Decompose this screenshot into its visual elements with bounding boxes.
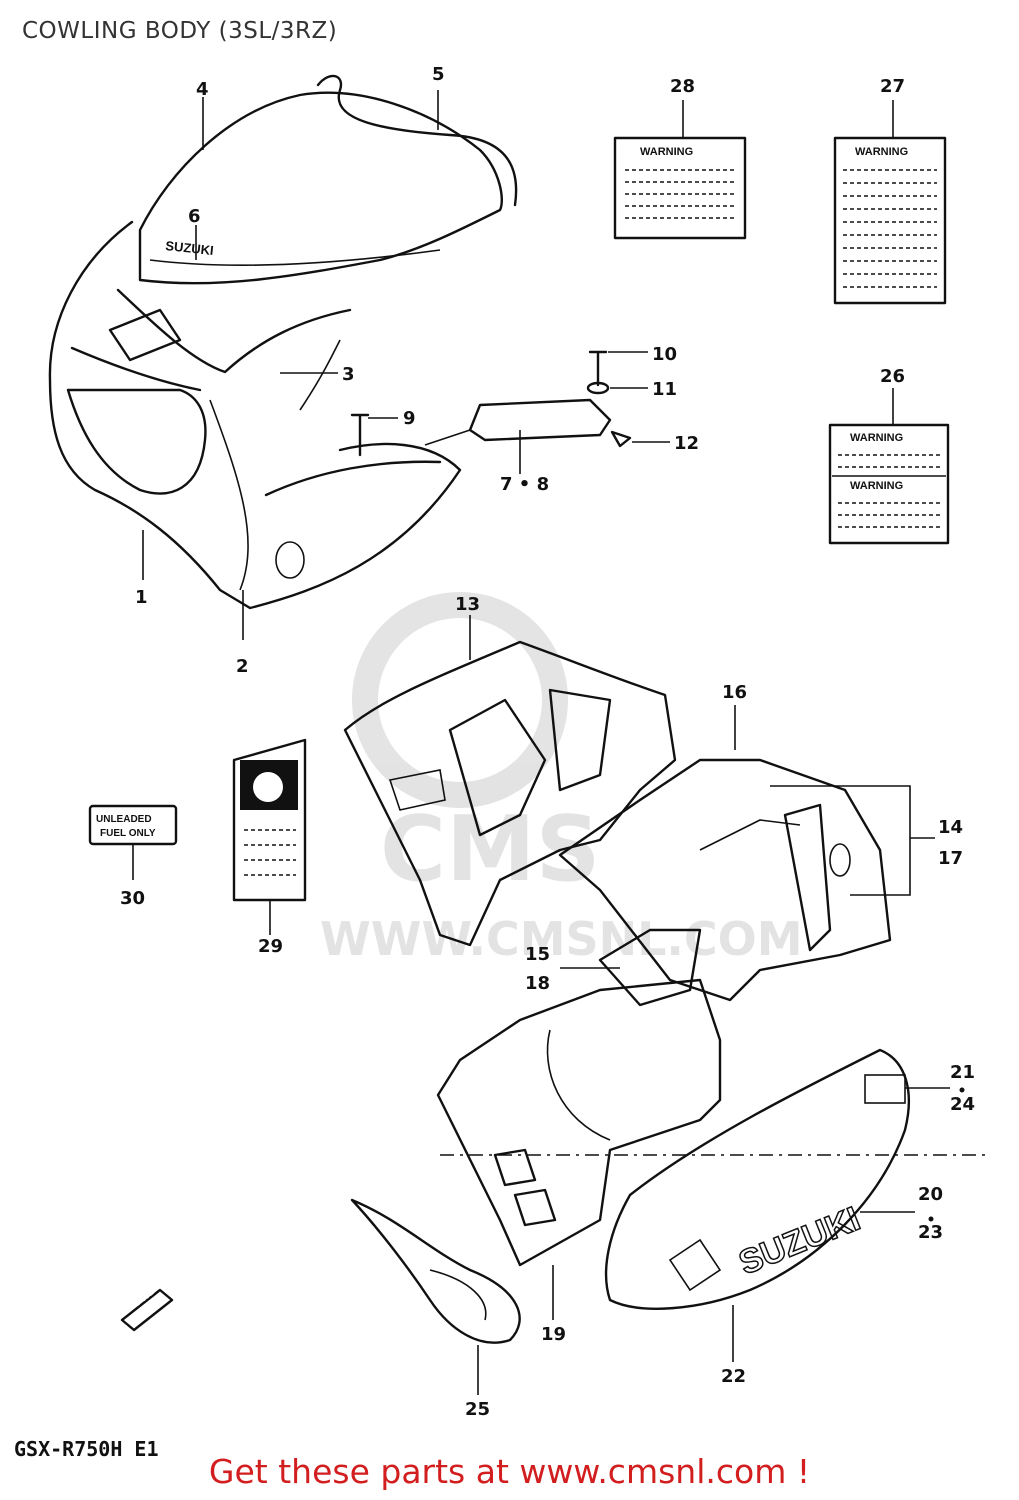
callout-10: 10 bbox=[652, 344, 677, 365]
svg-text:WARNING: WARNING bbox=[855, 146, 908, 158]
callout-1: 1 bbox=[135, 587, 148, 608]
windscreen: SUZUKI bbox=[138, 91, 503, 285]
warning-label-28: WARNING bbox=[613, 136, 747, 240]
mount-bracket bbox=[350, 350, 632, 457]
decal-29 bbox=[232, 738, 307, 902]
diagram-title: COWLING BODY (3SL/3RZ) bbox=[22, 18, 338, 44]
callout-13: 13 bbox=[455, 594, 480, 615]
upper-cowling bbox=[48, 220, 462, 610]
callout-28: 28 bbox=[670, 76, 695, 97]
callout-7-8: 7 • 8 bbox=[500, 474, 549, 495]
callout-27: 27 bbox=[880, 76, 905, 97]
suzuki-logo: SUZUKI bbox=[734, 1200, 866, 1283]
decal-30: UNLEADED FUEL ONLY bbox=[88, 804, 178, 846]
callout-15: 15 bbox=[525, 944, 550, 965]
callout-22: 22 bbox=[721, 1366, 746, 1387]
warning-label-27: WARNING bbox=[833, 136, 947, 305]
cta-link[interactable]: Get these parts at www.cmsnl.com ! bbox=[208, 1452, 811, 1491]
callout-2: 2 bbox=[236, 656, 249, 677]
watermark: CMS WWW.CMSNL.COM bbox=[320, 592, 803, 966]
svg-text:WARNING: WARNING bbox=[850, 432, 903, 444]
watermark-url: WWW.CMSNL.COM bbox=[320, 912, 803, 966]
svg-text:WARNING: WARNING bbox=[640, 146, 693, 158]
svg-text:FUEL ONLY: FUEL ONLY bbox=[100, 828, 156, 839]
pair-separators bbox=[928, 1087, 965, 1222]
callout-30: 30 bbox=[120, 888, 145, 909]
callout-20: 20 bbox=[918, 1184, 943, 1205]
callout-11: 11 bbox=[652, 379, 677, 400]
windscreen-badge: SUZUKI bbox=[165, 238, 215, 258]
model-code: GSX-R750H E1 bbox=[14, 1437, 159, 1461]
callout-17: 17 bbox=[938, 848, 963, 869]
callout-19: 19 bbox=[541, 1324, 566, 1345]
leader-lines bbox=[132, 90, 950, 1395]
callouts: 1 2 3 4 5 6 7 • 8 9 10 11 12 13 14 17 15… bbox=[120, 64, 975, 1420]
svg-text:WARNING: WARNING bbox=[850, 480, 903, 492]
callout-9: 9 bbox=[403, 408, 416, 429]
callout-26: 26 bbox=[880, 366, 905, 387]
callout-6: 6 bbox=[188, 206, 201, 227]
callout-14: 14 bbox=[938, 817, 963, 838]
screen-seal bbox=[316, 74, 518, 207]
inner-panel-13 bbox=[343, 640, 677, 947]
callout-5: 5 bbox=[432, 64, 445, 85]
callout-23: 23 bbox=[918, 1222, 943, 1243]
fwd-arrow: FWD bbox=[120, 1286, 174, 1332]
svg-text:UNLEADED: UNLEADED bbox=[96, 814, 152, 825]
callout-18: 18 bbox=[525, 973, 550, 994]
lower-fairing-19 bbox=[436, 928, 722, 1267]
warning-label-26: WARNING WARNING bbox=[828, 423, 950, 545]
side-panel-14-17 bbox=[558, 758, 892, 1002]
callout-21: 21 bbox=[950, 1062, 975, 1083]
callout-25: 25 bbox=[465, 1399, 490, 1420]
under-cowl-22: SUZUKI bbox=[604, 1048, 910, 1310]
air-duct-25 bbox=[350, 1198, 521, 1344]
callout-29: 29 bbox=[258, 936, 283, 957]
callout-24: 24 bbox=[950, 1094, 975, 1115]
callout-16: 16 bbox=[722, 682, 747, 703]
svg-text:FWD: FWD bbox=[133, 1286, 158, 1309]
callout-3: 3 bbox=[342, 364, 355, 385]
callout-4: 4 bbox=[196, 79, 209, 100]
callout-12: 12 bbox=[674, 433, 699, 454]
